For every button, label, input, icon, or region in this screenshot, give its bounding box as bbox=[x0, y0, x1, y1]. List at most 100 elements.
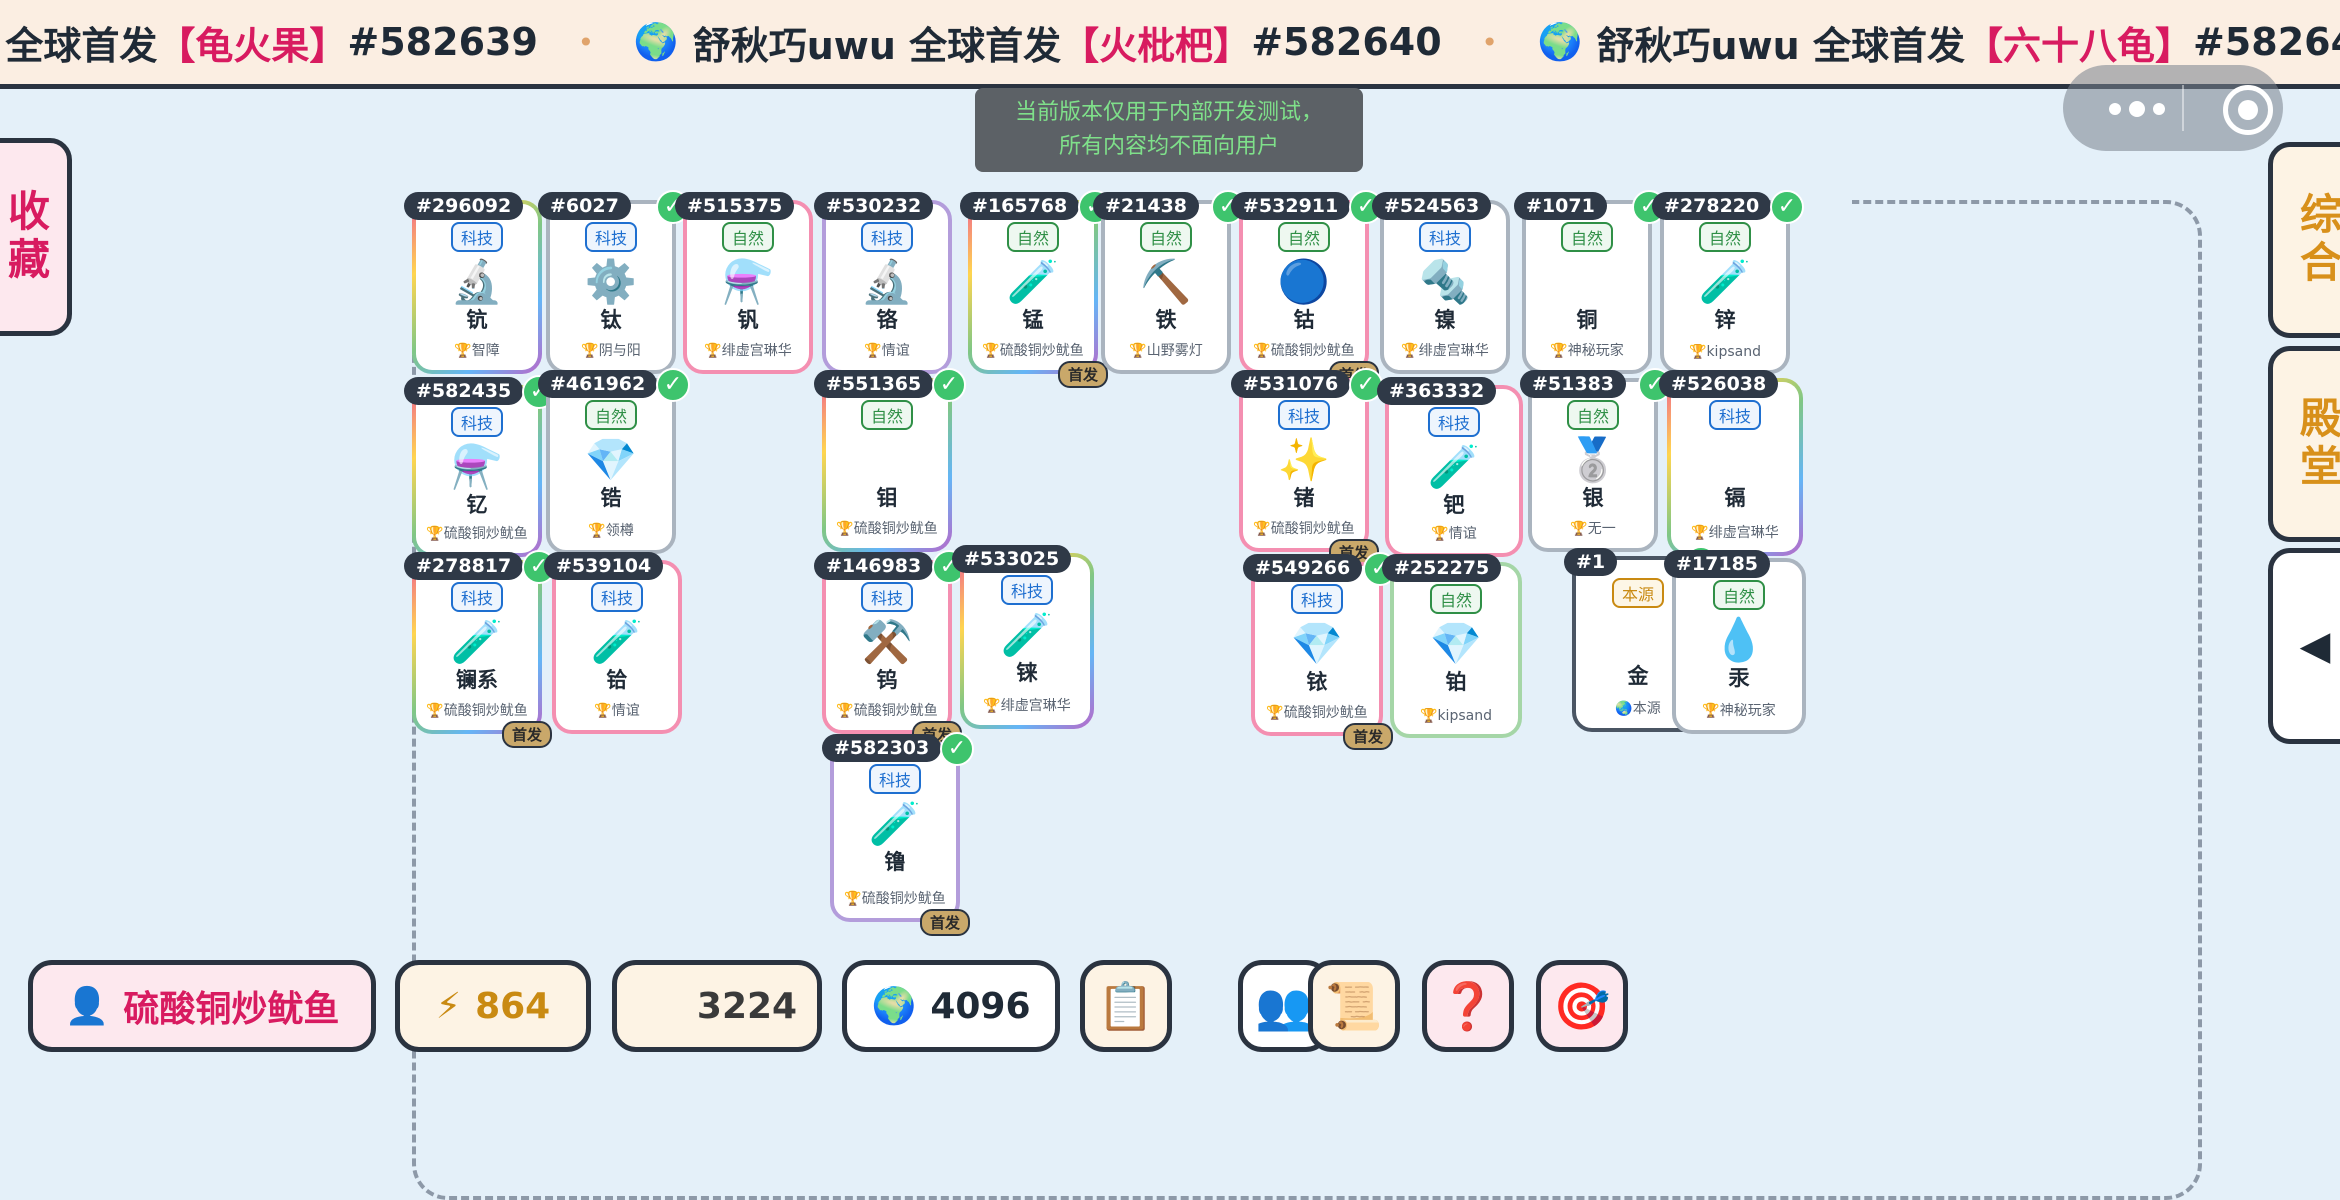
author-label: 🏆情谊 bbox=[1389, 523, 1519, 543]
element-card[interactable]: #531076✓科技✨锗🏆硫酸铜炒鱿鱼首发 bbox=[1239, 378, 1369, 552]
card-number: #165768 bbox=[960, 192, 1079, 220]
element-name: 银 bbox=[1532, 482, 1654, 512]
element-icon: ⚒️ bbox=[826, 618, 948, 666]
element-card[interactable]: #582435✓科技⚗️钇🏆硫酸铜炒鱿鱼 bbox=[412, 385, 542, 557]
card-number: #533025 bbox=[952, 545, 1071, 573]
element-card[interactable]: #278817✓科技🧪镧系🏆硫酸铜炒鱿鱼首发 bbox=[412, 560, 542, 734]
ticker-track: wu 全球首发【龟火果】#582639•🌍舒秋巧uwu 全球首发【火枇杷】#58… bbox=[0, 14, 2340, 70]
element-card[interactable]: #582303✓科技🧪镥🏆硫酸铜炒鱿鱼首发 bbox=[830, 742, 960, 922]
card-number: #296092 bbox=[404, 192, 523, 220]
dev-notice-line2: 所有内容均不面向用户 bbox=[975, 130, 1363, 164]
element-icon: 💧 bbox=[1676, 616, 1802, 664]
card-number: #363332 bbox=[1377, 377, 1496, 405]
more-menu-icon[interactable] bbox=[2103, 65, 2183, 151]
ticker-text: 舒秋巧uwu 全球首发 bbox=[1597, 15, 1965, 70]
energy-counter[interactable]: ⚡ 864 bbox=[395, 960, 591, 1052]
element-card[interactable]: #551365✓自然钼🏆硫酸铜炒鱿鱼 bbox=[822, 378, 952, 552]
element-icon: 🧪 bbox=[972, 258, 1094, 306]
element-icon: 💎 bbox=[1255, 620, 1379, 668]
author-label: 🏆硫酸铜炒鱿鱼 bbox=[1243, 340, 1365, 360]
card-number: #539104 bbox=[544, 552, 663, 580]
card-number: #551365 bbox=[814, 370, 933, 398]
target-button[interactable]: 🎯 bbox=[1536, 960, 1628, 1052]
element-card[interactable]: #51383✓自然🥈银🏆无一 bbox=[1528, 378, 1658, 552]
ticker-item[interactable]: wu 全球首发【龟火果】#582639 bbox=[0, 15, 538, 70]
world-value: 4096 bbox=[930, 986, 1030, 1027]
element-name: 锗 bbox=[1243, 482, 1365, 512]
checkmark-icon: ✓ bbox=[940, 732, 974, 766]
help-button[interactable]: ❓ bbox=[1422, 960, 1514, 1052]
card-number: #530232 bbox=[814, 192, 933, 220]
checkmark-icon: ✓ bbox=[932, 368, 966, 402]
first-discovery-badge: 首发 bbox=[920, 909, 970, 936]
tab-overall-label: 综合 bbox=[2288, 192, 2340, 288]
element-name: 汞 bbox=[1676, 662, 1802, 692]
author-label: 🏆神秘玩家 bbox=[1526, 340, 1648, 360]
category-badge: 自然 bbox=[1713, 580, 1765, 610]
element-icon: ⚙️ bbox=[550, 258, 672, 306]
element-name: 镧系 bbox=[416, 664, 538, 694]
category-badge: 科技 bbox=[591, 582, 643, 612]
element-icon: ⚗️ bbox=[416, 443, 538, 491]
miniprogram-capsule bbox=[2063, 65, 2283, 151]
author-label: 🏆硫酸铜炒鱿鱼 bbox=[1255, 702, 1379, 722]
ticker-number: #582641 bbox=[2193, 20, 2340, 64]
ticker-number: #582640 bbox=[1251, 20, 1441, 64]
scroll-button[interactable]: 📜 bbox=[1308, 960, 1400, 1052]
element-card[interactable]: #549266✓科技💎铱🏆硫酸铜炒鱿鱼首发 bbox=[1251, 562, 1383, 736]
ticker-item[interactable]: 🌍舒秋巧uwu 全球首发【六十八龟】#582641 bbox=[1538, 15, 2340, 70]
category-badge: 自然 bbox=[1567, 400, 1619, 430]
first-discovery-badge: 首发 bbox=[1058, 361, 1108, 388]
ticker-number: #582639 bbox=[347, 20, 537, 64]
category-badge: 科技 bbox=[585, 222, 637, 252]
world-counter[interactable]: 🌍 4096 bbox=[842, 960, 1060, 1052]
author-label: 🏆绯虚宫琳华 bbox=[1671, 522, 1799, 542]
ticker-item[interactable]: 🌍舒秋巧uwu 全球首发【火枇杷】#582640 bbox=[634, 15, 1442, 70]
question-icon: ❓ bbox=[1439, 979, 1496, 1034]
user-name: 硫酸铜炒鱿鱼 bbox=[123, 980, 339, 1032]
element-name: 镉 bbox=[1671, 482, 1799, 512]
close-miniprogram-icon[interactable] bbox=[2223, 85, 2273, 135]
category-badge: 科技 bbox=[451, 582, 503, 612]
element-icon: 🧪 bbox=[834, 800, 956, 848]
element-card[interactable]: #278220✓自然🧪锌🏆kipsand bbox=[1660, 200, 1790, 374]
user-profile-button[interactable]: 👤 硫酸铜炒鱿鱼 bbox=[28, 960, 376, 1052]
element-name: 钪 bbox=[416, 304, 538, 334]
element-card[interactable]: #146983✓科技⚒️钨🏆硫酸铜炒鱿鱼首发 bbox=[822, 560, 952, 734]
card-number: #278220 bbox=[1652, 192, 1771, 220]
element-card[interactable]: #6027✓科技⚙️钛🏆阴与阳 bbox=[546, 200, 676, 374]
author-label: 🏆硫酸铜炒鱿鱼 bbox=[416, 523, 538, 543]
clipboard-button[interactable]: 📋 bbox=[1080, 960, 1172, 1052]
card-number: #524563 bbox=[1372, 192, 1491, 220]
element-icon: 🧪 bbox=[416, 618, 538, 666]
collapse-panel-button[interactable]: ◀ bbox=[2268, 548, 2340, 744]
author-label: 🏆硫酸铜炒鱿鱼 bbox=[1243, 518, 1365, 538]
author-label: 🏆阴与阳 bbox=[550, 340, 672, 360]
element-name: 钇 bbox=[416, 489, 538, 519]
author-label: 🏆无一 bbox=[1532, 518, 1654, 538]
element-name: 钨 bbox=[826, 664, 948, 694]
tab-hall-label: 殿堂 bbox=[2288, 396, 2340, 492]
globe-icon: 🌍 bbox=[634, 21, 679, 63]
tab-hall[interactable]: 殿堂 bbox=[2268, 346, 2340, 542]
element-card[interactable]: #461962✓自然💎锆🏆领樽 bbox=[546, 378, 676, 554]
card-number: #51383 bbox=[1520, 370, 1626, 398]
element-card[interactable]: #21438✓自然⛏️铁🏆山野雾灯 bbox=[1101, 200, 1231, 374]
tab-overall[interactable]: 综合 bbox=[2268, 142, 2340, 338]
category-badge: 科技 bbox=[1001, 575, 1053, 605]
coin-counter[interactable]: 3224 bbox=[612, 960, 822, 1052]
element-card[interactable]: #1071✓自然铜🏆神秘玩家 bbox=[1522, 200, 1652, 374]
tab-favorites[interactable]: 收藏 bbox=[0, 138, 72, 336]
